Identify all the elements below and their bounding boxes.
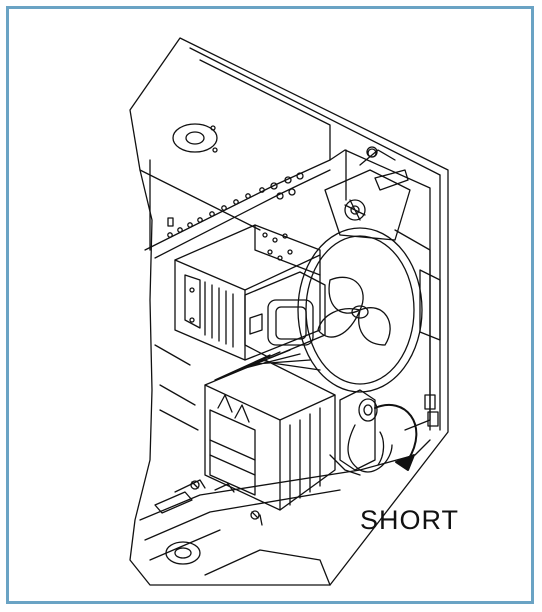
screw-icon — [190, 148, 377, 520]
curved-arrow-icon — [374, 403, 418, 471]
short-label: SHORT — [360, 505, 460, 535]
top-vent-disc — [172, 123, 218, 153]
side-slots — [154, 344, 439, 431]
cooling-fan — [297, 227, 441, 431]
hv-transformer — [204, 349, 336, 511]
magnetron — [174, 224, 326, 361]
thermostat-assembly — [324, 146, 411, 241]
capacitor-diode — [329, 389, 393, 476]
base-plate — [139, 439, 431, 586]
cabinet-outline — [129, 37, 449, 586]
chassis-holes — [167, 172, 304, 238]
diagram-frame — [6, 6, 534, 604]
